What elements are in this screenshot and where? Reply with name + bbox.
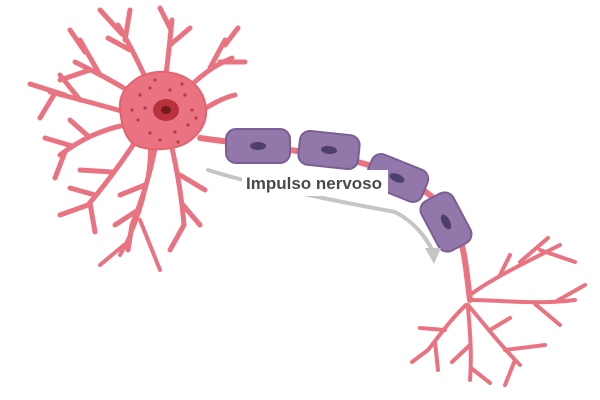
soma-speckle <box>194 116 198 120</box>
soma-speckle <box>180 82 184 86</box>
soma-speckle <box>143 106 147 110</box>
impulse-label-group: Impulso nervoso <box>242 170 388 196</box>
myelin-segment <box>225 128 291 164</box>
soma-speckle <box>186 123 190 127</box>
dendrites <box>27 5 248 272</box>
soma-speckle <box>168 88 172 92</box>
soma-speckle <box>136 118 140 122</box>
myelin-segment <box>297 129 361 171</box>
soma-speckles <box>130 78 198 144</box>
nucleolus <box>161 106 171 114</box>
myelin-segment <box>419 191 473 253</box>
soma-speckle <box>158 138 162 142</box>
soma-speckle <box>148 131 152 135</box>
soma-speckle <box>148 86 152 90</box>
soma-speckle <box>173 130 177 134</box>
soma-speckle <box>130 108 134 112</box>
soma-speckle <box>183 93 187 97</box>
soma-speckle <box>153 78 157 82</box>
soma-speckle <box>190 108 194 112</box>
axon-terminals <box>410 236 587 387</box>
soma-speckle <box>138 93 142 97</box>
impulse-label: Impulso nervoso <box>246 174 382 193</box>
soma-speckle <box>176 140 180 144</box>
